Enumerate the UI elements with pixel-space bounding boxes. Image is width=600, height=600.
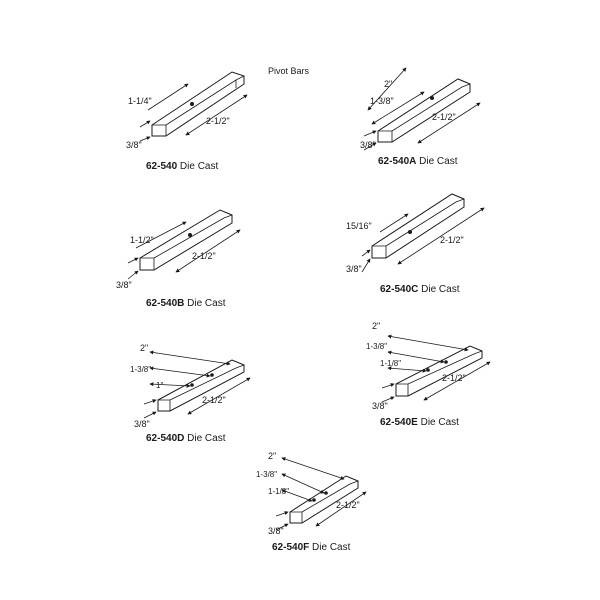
dim-label: 1-3/8" — [256, 470, 278, 479]
part-material: Die Cast — [312, 542, 351, 553]
part-material: Die Cast — [179, 161, 219, 172]
drawing-62-540D — [143, 350, 251, 419]
part-caption-62-540B: 62-540B Die Cast — [146, 298, 226, 309]
dim-label: 1-3/8" — [370, 96, 394, 106]
dim-label: 1-1/8" — [268, 487, 290, 496]
dim-label: 3/8" — [268, 526, 284, 536]
part-number: 62-540D — [146, 433, 185, 444]
pivot-hole-1 — [426, 368, 430, 372]
pivot-hole — [188, 233, 192, 237]
pivot-hole — [190, 102, 194, 106]
dim-label: 1-1/8" — [380, 359, 402, 368]
part-caption-62-540C: 62-540C Die Cast — [380, 284, 460, 295]
part-caption-62-540: 62-540 Die Cast — [146, 161, 218, 172]
dim-label: 3/8" — [360, 140, 376, 150]
dim-label: 2-1/2" — [442, 373, 466, 383]
dim-label: 3/8" — [126, 140, 142, 150]
pivot-hole — [430, 96, 434, 100]
drawing-62-540F — [275, 457, 367, 531]
pivot-hole-1 — [312, 498, 316, 502]
dim-label: 2-1/2" — [206, 116, 230, 126]
drawing-62-540 — [139, 71, 248, 142]
drawing-62-540A — [363, 67, 481, 151]
dim-label: 2" — [372, 321, 381, 331]
part-material: Die Cast — [187, 298, 226, 309]
dim-label: 2" — [268, 451, 277, 461]
dim-label: 2-1/2" — [192, 251, 216, 261]
sheet-title: Pivot Bars — [268, 66, 310, 76]
part-number: 62-540E — [380, 417, 418, 428]
pivot-hole-2 — [324, 491, 328, 495]
bar-body — [157, 359, 245, 412]
dim-label: 2-1/2" — [336, 500, 360, 510]
part-number: 62-540A — [378, 156, 417, 167]
dim-label: 1-3/8" — [130, 365, 152, 374]
dim-label: 1-1/4" — [128, 96, 152, 106]
part-caption-62-540D: 62-540D Die Cast — [146, 433, 226, 444]
part-number: 62-540C — [380, 284, 419, 295]
part-material: Die Cast — [420, 417, 459, 428]
part-material: Die Cast — [419, 156, 458, 167]
dim-label: 2-1/2" — [202, 395, 226, 405]
dim-label: 1" — [156, 381, 164, 390]
dim-label: 3/8" — [134, 419, 150, 429]
dim-label: 3/8" — [116, 280, 132, 290]
dim-label: 1-3/8" — [366, 342, 388, 351]
pivot-hole — [408, 230, 412, 234]
dim-label: 15/16" — [346, 221, 372, 231]
dim-label: 2" — [140, 343, 149, 353]
dim-label: 2-1/2" — [440, 235, 464, 245]
part-caption-62-540E: 62-540E Die Cast — [380, 417, 459, 428]
pivot-hole-2 — [444, 360, 448, 364]
part-number: 62-540 — [146, 161, 178, 172]
dim-label: 2" — [384, 79, 393, 89]
drawing-62-540E — [381, 334, 491, 403]
drawing-62-540C — [361, 193, 485, 273]
part-number: 62-540F — [272, 542, 310, 553]
drawing-62-540B — [127, 209, 241, 280]
part-material: Die Cast — [187, 433, 226, 444]
dim-label: 3/8" — [372, 401, 388, 411]
bar-body — [395, 345, 483, 397]
part-caption-62-540F: 62-540F Die Cast — [272, 542, 350, 553]
pivot-hole-2 — [210, 373, 214, 377]
part-number: 62-540B — [146, 298, 185, 309]
part-material: Die Cast — [421, 284, 460, 295]
pivot-hole-1 — [190, 383, 194, 387]
part-caption-62-540A: 62-540A Die Cast — [378, 156, 458, 167]
dim-label: 3/8" — [346, 264, 362, 274]
dim-label: 2-1/2" — [432, 112, 456, 122]
dim-label: 1-1/2" — [130, 235, 154, 245]
